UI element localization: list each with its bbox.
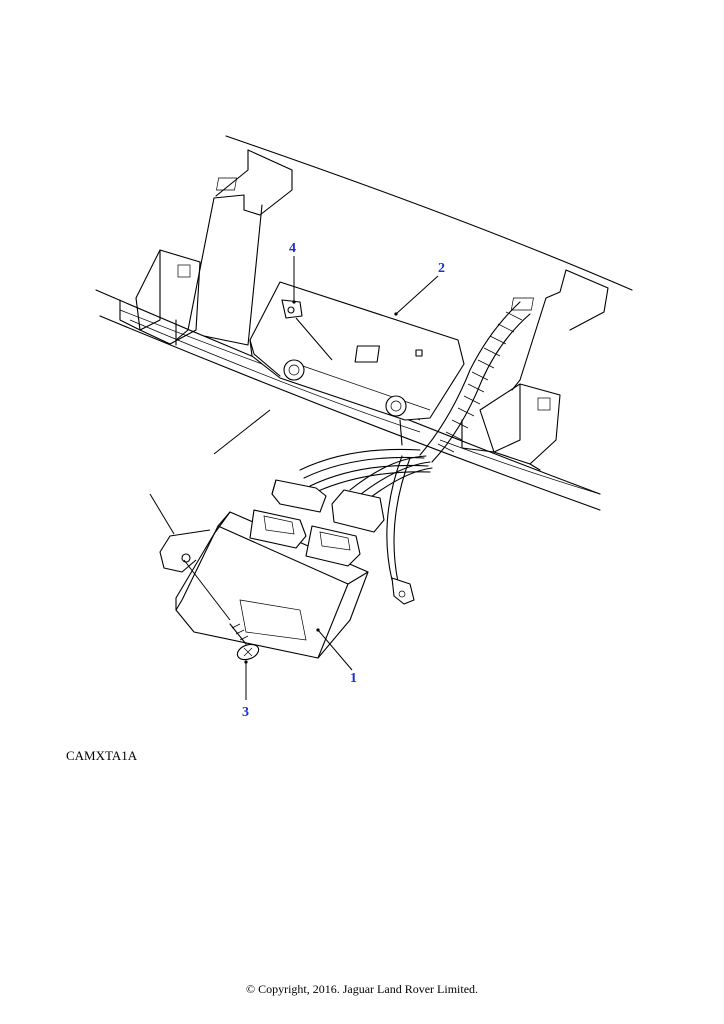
- ring-terminal: [391, 577, 415, 605]
- mounting-nut-right: [385, 395, 407, 417]
- self-tapping-screw: [229, 623, 260, 661]
- callout-1: 1: [350, 671, 357, 686]
- mounting-plate: [249, 281, 465, 446]
- control-module: [159, 509, 369, 659]
- mounting-nut-left: [283, 359, 305, 381]
- callout-3: 3: [242, 705, 249, 720]
- wiring-harness: [299, 301, 531, 583]
- diagram-reference-code: CAMXTA1A: [66, 748, 138, 763]
- callout-2: 2: [438, 261, 445, 276]
- body-panel: [95, 135, 633, 511]
- right-mounting-bracket: [461, 269, 609, 471]
- harness-connector-left: [271, 479, 327, 513]
- left-mounting-bracket: [119, 149, 293, 346]
- copyright-notice: © Copyright, 2016. Jaguar Land Rover Lim…: [245, 982, 479, 996]
- module-socket-right: [305, 525, 361, 567]
- harness-connector-right: [331, 489, 385, 533]
- callout-4: 4: [289, 241, 296, 256]
- module-socket-left: [249, 509, 307, 549]
